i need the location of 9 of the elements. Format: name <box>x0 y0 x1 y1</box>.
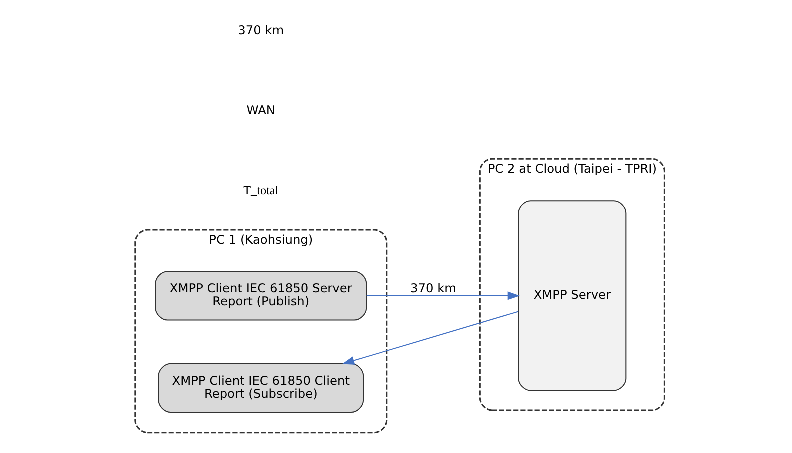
node-box: XMPP Client IEC 61850 Client Report (Subscribe) <box>158 362 364 413</box>
label: 370 km <box>238 22 284 37</box>
arrow <box>366 291 520 300</box>
label: T_total <box>244 183 279 198</box>
label: WAN <box>246 103 276 118</box>
arrow <box>342 310 519 364</box>
node-box: XMPP Server <box>518 200 627 391</box>
edge-label: 370 km <box>410 281 456 295</box>
node-box: XMPP Client IEC 61850 Server Report (Publish) <box>155 270 368 320</box>
